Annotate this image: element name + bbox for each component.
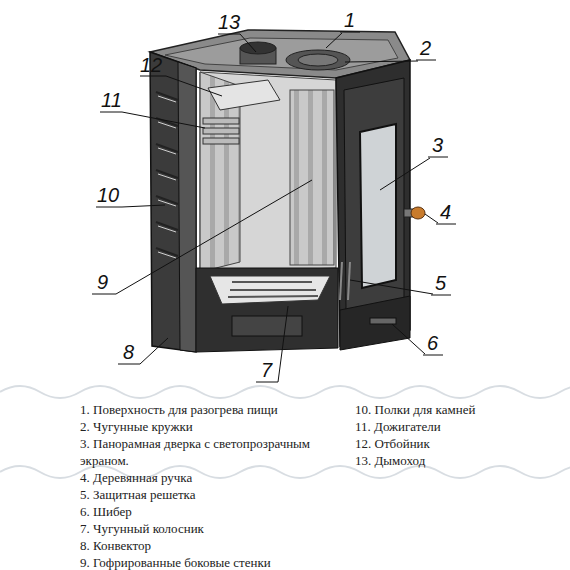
part-description: 5. Защитная решетка bbox=[80, 486, 342, 503]
callout-number: 11 bbox=[101, 90, 122, 110]
part-description: 12. Отбойник bbox=[355, 435, 545, 452]
part-description: 1. Поверхность для разогрева пищи bbox=[80, 401, 342, 418]
callout-number: 4 bbox=[440, 202, 451, 222]
part-description: 3. Панорамная дверка с светопрозрачным э… bbox=[80, 435, 342, 469]
callout-number: 2 bbox=[420, 38, 431, 58]
callout-number: 8 bbox=[123, 342, 134, 362]
callout-number: 7 bbox=[261, 360, 272, 380]
part-description: 9. Гофрированные боковые стенки bbox=[80, 554, 342, 570]
callout-number: 9 bbox=[97, 272, 108, 292]
part-description: 8. Конвектор bbox=[80, 537, 342, 554]
callout-number: 12 bbox=[140, 55, 162, 75]
legend-list: 10. Полки для камней11. Дожигатели12. От… bbox=[355, 401, 545, 469]
part-description: 13. Дымоход bbox=[355, 452, 545, 469]
part-description: 4. Деревянная ручка bbox=[80, 469, 342, 486]
callout-number: 13 bbox=[218, 12, 240, 32]
callout-number: 5 bbox=[435, 273, 446, 293]
callout-number: 10 bbox=[97, 185, 119, 205]
part-description: 2. Чугунные кружки bbox=[80, 418, 342, 435]
part-description: 11. Дожигатели bbox=[355, 418, 545, 435]
callout-number: 3 bbox=[432, 135, 443, 155]
part-description: 6. Шибер bbox=[80, 503, 342, 520]
callout-number: 1 bbox=[344, 10, 355, 30]
callout-number: 6 bbox=[427, 333, 438, 353]
part-description: 7. Чугунный колосник bbox=[80, 520, 342, 537]
legend-list: 1. Поверхность для разогрева пищи2. Чугу… bbox=[80, 401, 342, 570]
part-description: 10. Полки для камней bbox=[355, 401, 545, 418]
